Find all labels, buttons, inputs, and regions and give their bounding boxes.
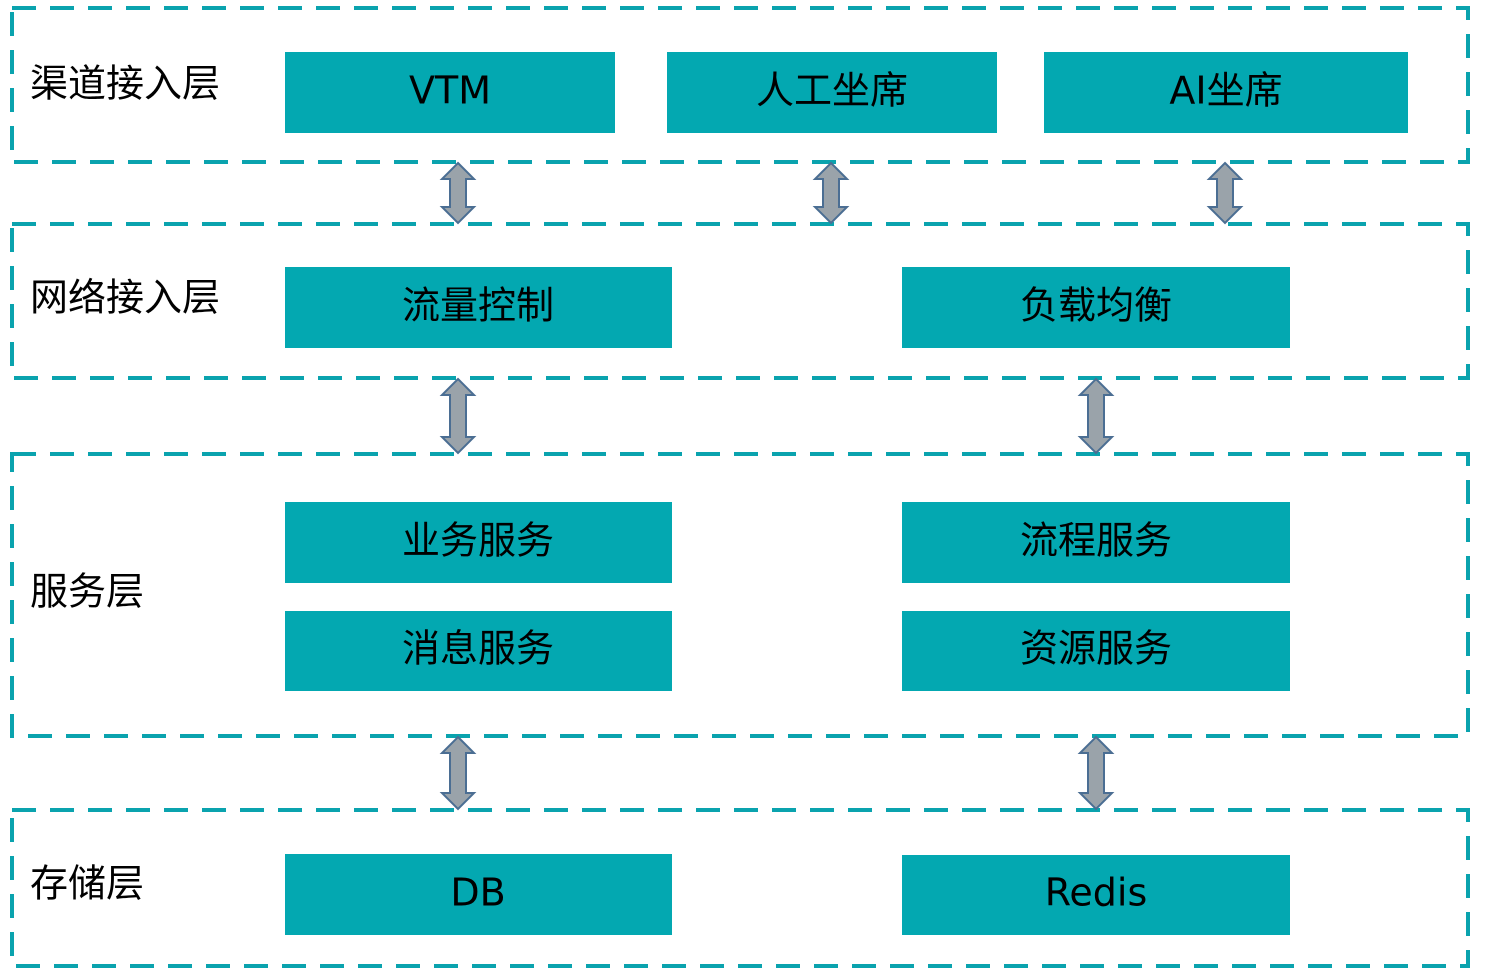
component-label: DB <box>450 871 505 915</box>
component-box <box>285 611 672 691</box>
double-headed-arrow-icon <box>439 161 477 225</box>
component-box <box>285 267 672 348</box>
component-label: VTM <box>409 69 491 113</box>
component-business-service: 业务服务 <box>285 502 672 583</box>
component-box <box>667 52 997 133</box>
component-label: 人工坐席 <box>756 69 908 113</box>
layer-service: 服务层 业务服务 流程服务 消息服务 资源服务 <box>10 452 1470 738</box>
component-label: 流程服务 <box>1020 519 1172 563</box>
layer-frame <box>10 808 1470 968</box>
layer-label: 渠道接入层 <box>30 62 220 106</box>
double-headed-arrow-icon <box>812 161 850 225</box>
double-headed-arrow-icon <box>439 377 477 455</box>
component-vtm: VTM <box>285 52 615 133</box>
component-load-balancing: 负载均衡 <box>902 267 1290 348</box>
component-label: Redis <box>1045 871 1148 915</box>
double-headed-arrow-icon <box>1077 735 1115 811</box>
component-label: 流量控制 <box>402 284 554 328</box>
component-label: AI坐席 <box>1169 69 1282 113</box>
component-db: DB <box>285 854 672 935</box>
component-box <box>902 502 1290 583</box>
layer-network-access: 网络接入层 流量控制 负载均衡 <box>10 222 1470 380</box>
component-traffic-control: 流量控制 <box>285 267 672 348</box>
component-box <box>902 855 1290 935</box>
layer-frame <box>10 222 1470 380</box>
layer-label: 网络接入层 <box>30 276 220 320</box>
component-box <box>902 267 1290 348</box>
component-human-agent: 人工坐席 <box>667 52 997 133</box>
component-box <box>902 611 1290 691</box>
component-process-service: 流程服务 <box>902 502 1290 583</box>
component-resource-service: 资源服务 <box>902 611 1290 691</box>
component-box <box>285 502 672 583</box>
component-box <box>285 854 672 935</box>
component-box <box>285 52 615 133</box>
connector-arrows <box>439 161 1244 811</box>
double-headed-arrow-icon <box>1206 161 1244 225</box>
layer-label: 服务层 <box>30 570 144 614</box>
layer-frame <box>10 6 1470 164</box>
component-message-service: 消息服务 <box>285 611 672 691</box>
component-label: 业务服务 <box>402 519 554 563</box>
component-ai-agent: AI坐席 <box>1044 52 1408 133</box>
component-box <box>1044 52 1408 133</box>
layer-channel-access: 渠道接入层 VTM 人工坐席 AI坐席 <box>10 6 1470 164</box>
layer-label: 存储层 <box>30 862 144 906</box>
component-label: 资源服务 <box>1020 627 1172 671</box>
layer-frame <box>10 452 1470 738</box>
component-label: 消息服务 <box>402 627 554 671</box>
double-headed-arrow-icon <box>439 735 477 811</box>
component-redis: Redis <box>902 855 1290 935</box>
component-label: 负载均衡 <box>1020 284 1172 328</box>
double-headed-arrow-icon <box>1077 377 1115 455</box>
layer-storage: 存储层 DB Redis <box>10 808 1470 968</box>
